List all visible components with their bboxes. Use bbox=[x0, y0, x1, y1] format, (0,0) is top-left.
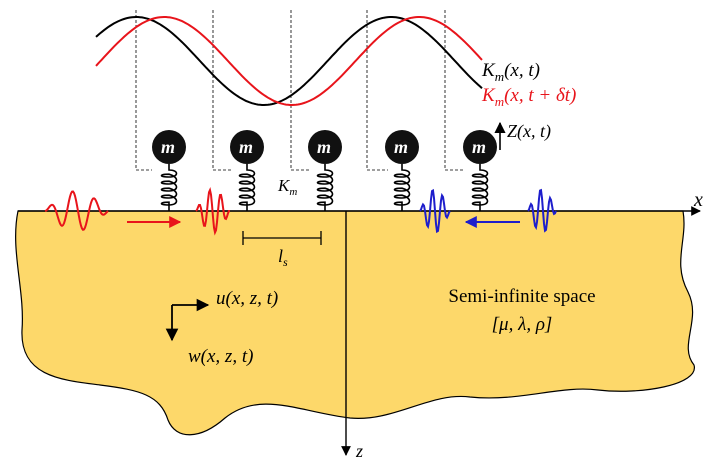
mass-label-3: m bbox=[317, 137, 331, 157]
dashed-guides bbox=[135, 10, 465, 171]
opposite-wave-packet-2 bbox=[527, 188, 557, 233]
medium-label: Semi-infinite space bbox=[448, 286, 595, 307]
medium-parameters: [μ, λ, ρ] bbox=[492, 314, 553, 335]
mass-4 bbox=[385, 130, 419, 164]
mass-2 bbox=[230, 130, 264, 164]
z-axis-label: z bbox=[355, 441, 363, 461]
x-axis-label: x bbox=[693, 189, 703, 211]
mass-label-5: m bbox=[472, 137, 486, 157]
opposite-wave-packet-1 bbox=[419, 188, 451, 234]
spring-stiffness-label: Km bbox=[277, 176, 297, 198]
spring-3 bbox=[316, 164, 334, 211]
mass-5 bbox=[463, 130, 497, 164]
spacing-label: ls bbox=[278, 246, 288, 269]
mass-label-2: m bbox=[239, 137, 253, 157]
half-space-soil bbox=[15, 210, 695, 436]
incident-wave-packet-1 bbox=[44, 190, 109, 232]
spring-2 bbox=[238, 164, 256, 211]
u-field-label: u(x, z, t) bbox=[216, 288, 278, 309]
spring-1 bbox=[160, 164, 178, 211]
mass-label-4: m bbox=[394, 137, 408, 157]
mass-1 bbox=[152, 130, 186, 164]
spring-5 bbox=[471, 164, 489, 211]
mass-3 bbox=[308, 130, 342, 164]
z-displacement-label: Z(x, t) bbox=[507, 121, 551, 142]
stiffness-curve-t bbox=[95, 16, 483, 106]
w-field-label: w(x, z, t) bbox=[188, 346, 253, 367]
resonator-4: m bbox=[385, 130, 419, 211]
spring-4 bbox=[393, 164, 411, 211]
stiffness-label-t: Km(x, t) bbox=[481, 60, 540, 84]
resonator-5: m bbox=[463, 130, 497, 211]
incident-wave-packet-2 bbox=[195, 186, 230, 236]
stiffness-label-t-dt: Km(x, t + δt) bbox=[481, 85, 576, 109]
resonator-1: m bbox=[152, 130, 186, 211]
mass-label-1: m bbox=[161, 137, 175, 157]
stiffness-curve-t-dt bbox=[95, 16, 483, 106]
resonator-2: m bbox=[230, 130, 264, 211]
spacing-dimension bbox=[242, 231, 322, 245]
resonator-3: m bbox=[308, 130, 342, 211]
